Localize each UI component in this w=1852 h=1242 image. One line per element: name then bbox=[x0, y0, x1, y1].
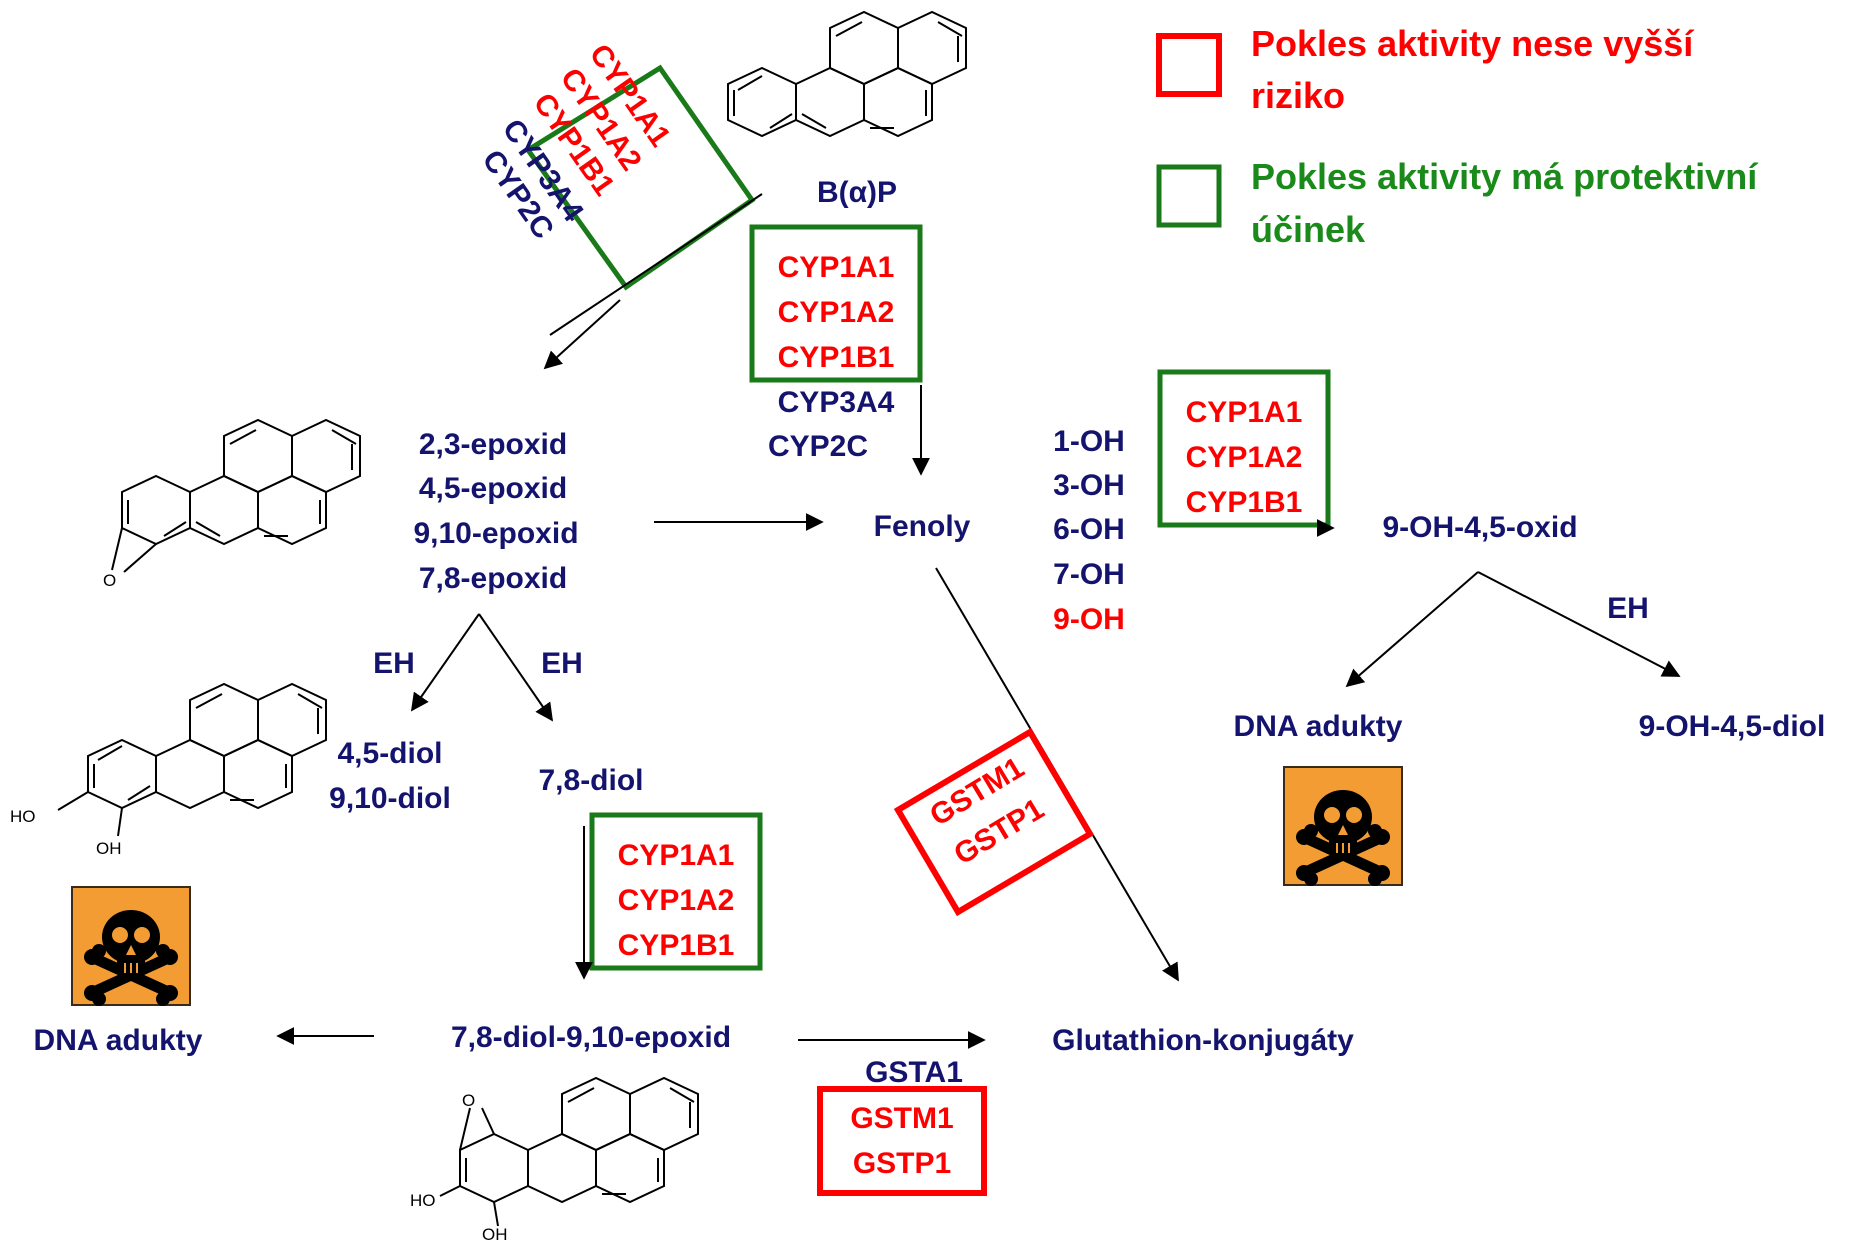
skull-crossbones-icon bbox=[1284, 767, 1402, 886]
oxide-label: 9-OH-4,5-oxid bbox=[1382, 511, 1577, 544]
eh-label-left-1: EH bbox=[373, 647, 415, 680]
diolepox-oh-atom: OH bbox=[482, 1225, 508, 1242]
enz-diol-1: CYP1A1 bbox=[618, 839, 735, 872]
enz-hydroxy-3: CYP1B1 bbox=[1186, 486, 1303, 519]
gst-rotated-box bbox=[893, 727, 1095, 917]
diol-left-2: 9,10-diol bbox=[329, 782, 451, 815]
phenols-label: Fenoly bbox=[874, 510, 971, 543]
diol-78: 7,8-diol bbox=[538, 764, 643, 797]
hydroxy-1: 1-OH bbox=[1053, 425, 1125, 458]
enz-diol-3: CYP1B1 bbox=[618, 929, 735, 962]
diol-right: 9-OH-4,5-diol bbox=[1639, 710, 1826, 743]
hydroxy-2: 3-OH bbox=[1053, 469, 1125, 502]
arrow-oxide-to-dna bbox=[1345, 571, 1479, 688]
epoxide-structure bbox=[111, 418, 361, 573]
dna-adducts-left: DNA adukty bbox=[34, 1024, 203, 1057]
eh-label-left-2: EH bbox=[541, 647, 583, 680]
gst-bottom-1: GSTM1 bbox=[850, 1102, 953, 1135]
enz-hydroxy-1: CYP1A1 bbox=[1186, 396, 1303, 429]
epoxide-4: 7,8-epoxid bbox=[419, 562, 567, 595]
diol-ho-atom: HO bbox=[10, 807, 36, 826]
gst-bottom-2: GSTP1 bbox=[853, 1147, 951, 1180]
legend-red-text-2: riziko bbox=[1251, 75, 1345, 116]
diol-structure bbox=[57, 682, 327, 837]
diagonal-enzyme-group: CYP1A1 CYP1A2 CYP1B1 CYP3A4 CYP2C bbox=[476, 38, 763, 336]
enzyme-box-phenols bbox=[749, 224, 923, 383]
enzyme-box-diol bbox=[589, 812, 763, 971]
skull-crossbones-icon bbox=[72, 887, 190, 1006]
enz-phenol-3: CYP1B1 bbox=[778, 341, 895, 374]
arrow-epoxides-to-diols bbox=[410, 613, 480, 712]
hydroxy-5: 9-OH bbox=[1053, 603, 1125, 636]
arrow-epoxides-to-78diol bbox=[478, 613, 554, 722]
diol-left-1: 4,5-diol bbox=[337, 737, 442, 770]
enz-phenol-1: CYP1A1 bbox=[778, 251, 895, 284]
epoxide-2: 4,5-epoxid bbox=[419, 472, 567, 505]
bap-label: B(α)P bbox=[817, 176, 897, 209]
hydroxy-3: 6-OH bbox=[1053, 513, 1125, 546]
enz-phenol-2: CYP1A2 bbox=[778, 296, 895, 329]
enz-diol-2: CYP1A2 bbox=[618, 884, 735, 917]
conjugates-label: Glutathion-konjugáty bbox=[1052, 1024, 1354, 1057]
epoxide-3: 9,10-epoxid bbox=[413, 517, 578, 550]
enzyme-box-hydroxy bbox=[1157, 369, 1331, 528]
arrow-bap-to-epoxides bbox=[543, 299, 621, 370]
gst-bottom-gsta1: GSTA1 bbox=[865, 1056, 963, 1089]
eh-label-right: EH bbox=[1607, 592, 1649, 625]
legend-red-text-1: Pokles aktivity nese vyšší bbox=[1251, 23, 1694, 64]
diol-epoxide-structure bbox=[439, 1076, 699, 1227]
diolepox-ho-atom: HO bbox=[410, 1191, 436, 1210]
enz-hydroxy-2: CYP1A2 bbox=[1186, 441, 1303, 474]
legend-green-swatch bbox=[1156, 164, 1222, 228]
enz-phenol-5: CYP2C bbox=[768, 430, 868, 463]
enz-phenol-4: CYP3A4 bbox=[778, 386, 895, 419]
legend-green-text-2: účinek bbox=[1251, 209, 1366, 250]
epoxide-1: 2,3-epoxid bbox=[419, 428, 567, 461]
legend-green-text-1: Pokles aktivity má protektivní bbox=[1251, 156, 1758, 197]
diol-oh-atom: OH bbox=[96, 839, 122, 858]
gst-bottom-box bbox=[817, 1086, 987, 1196]
diolepox-o-atom: O bbox=[462, 1091, 475, 1110]
diagonal-green-box bbox=[524, 64, 756, 291]
legend: Pokles aktivity nese vyšší riziko Pokles… bbox=[1156, 23, 1758, 250]
dna-adducts-right: DNA adukty bbox=[1234, 710, 1403, 743]
bap-structure bbox=[727, 10, 967, 138]
legend-red-swatch bbox=[1156, 33, 1222, 97]
hydroxy-4: 7-OH bbox=[1053, 558, 1125, 591]
diol-epoxide-label: 7,8-diol-9,10-epoxid bbox=[451, 1021, 731, 1054]
arrow-oxide-to-diol bbox=[1477, 571, 1681, 677]
epoxide-o-atom: O bbox=[103, 571, 116, 590]
